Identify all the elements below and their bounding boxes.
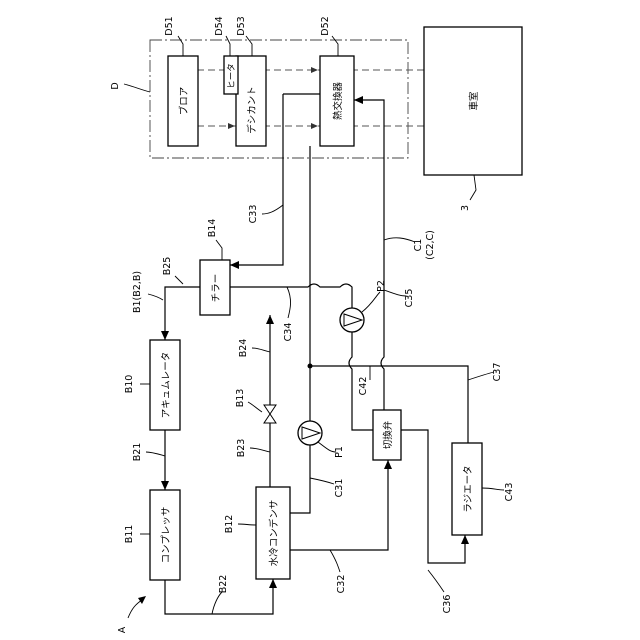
leader-b23 bbox=[250, 448, 270, 452]
leader-c1 bbox=[384, 238, 415, 242]
label-d53: D53 bbox=[236, 16, 247, 35]
leader-c34 bbox=[287, 287, 291, 318]
leader-b1 bbox=[148, 294, 163, 300]
b22-arrow bbox=[269, 579, 277, 588]
label-b24: B24 bbox=[238, 339, 249, 358]
leader-d51 bbox=[178, 36, 183, 56]
heater-label: ヒータ bbox=[227, 63, 237, 89]
leader-c33 bbox=[262, 205, 283, 214]
leader-b21 bbox=[146, 452, 165, 456]
leader-b24 bbox=[252, 348, 270, 352]
label-b10: B10 bbox=[124, 375, 135, 394]
leader-c37 bbox=[468, 372, 494, 380]
label-b1: B1(B2,B) bbox=[132, 271, 143, 313]
label-3: 3 bbox=[460, 205, 471, 211]
label-d: D bbox=[110, 82, 121, 89]
leader-d54 bbox=[226, 36, 230, 56]
leader-c43 bbox=[482, 488, 504, 490]
vehicle-cabin-label: 車室 bbox=[468, 91, 480, 110]
label-c33: C33 bbox=[248, 205, 259, 224]
label-c31: C31 bbox=[334, 479, 345, 498]
heat-exchanger-label: 熱交換器 bbox=[332, 82, 344, 121]
leader-b12 bbox=[238, 524, 256, 525]
leader-b14 bbox=[216, 240, 222, 260]
label-b14: B14 bbox=[207, 219, 218, 238]
leader-c36 bbox=[428, 570, 444, 592]
label-c36: C36 bbox=[442, 595, 453, 614]
pipe-c35 bbox=[354, 100, 384, 410]
label-b12: B12 bbox=[224, 515, 235, 534]
label-c43: C43 bbox=[504, 483, 515, 502]
pipe-b25 bbox=[165, 287, 200, 340]
leader-a bbox=[128, 600, 142, 618]
label-d52: D52 bbox=[320, 16, 331, 35]
leader-c32 bbox=[330, 550, 340, 572]
label-c1-sub: (C2,C) bbox=[425, 230, 436, 260]
leader-d bbox=[124, 84, 150, 92]
leader-b22 bbox=[212, 592, 222, 614]
label-c37: C37 bbox=[492, 363, 503, 382]
label-c32: C32 bbox=[336, 575, 347, 594]
c32-arrow bbox=[384, 460, 392, 469]
condenser-label: 水冷コンデンサ bbox=[268, 500, 280, 567]
leader-c31 bbox=[310, 478, 334, 484]
label-d54: D54 bbox=[214, 16, 225, 35]
label-c1: C1 bbox=[413, 239, 424, 252]
airflow-arrow-4 bbox=[311, 123, 318, 129]
junction-dot bbox=[308, 364, 313, 369]
desiccant-label: デシカント bbox=[246, 86, 258, 134]
c36-arrow bbox=[461, 535, 469, 544]
label-c34: C34 bbox=[283, 323, 294, 342]
a-arrow bbox=[138, 596, 146, 604]
label-b13: B13 bbox=[235, 389, 246, 408]
airflow-arrow-2 bbox=[228, 123, 235, 129]
b21-arrow bbox=[161, 481, 169, 490]
chiller-label: チラー bbox=[211, 274, 222, 303]
leader-p2 bbox=[362, 292, 380, 312]
expansion-valve-lower bbox=[264, 414, 276, 423]
pipe-c32 bbox=[290, 460, 388, 550]
compressor-label: コンプレッサ bbox=[161, 507, 172, 564]
label-b25: B25 bbox=[162, 257, 173, 276]
label-b11: B11 bbox=[124, 525, 135, 544]
leader-3 bbox=[470, 175, 476, 200]
label-c35: C35 bbox=[404, 289, 415, 308]
leader-d52 bbox=[332, 36, 338, 56]
switching-valve-label: 切換弁 bbox=[382, 420, 394, 449]
leader-d53 bbox=[246, 36, 252, 56]
b24-arrow bbox=[266, 315, 274, 324]
label-p1: P1 bbox=[334, 446, 345, 458]
label-a: A bbox=[117, 626, 128, 633]
label-c42: C42 bbox=[358, 377, 369, 396]
leader-b13 bbox=[248, 402, 262, 412]
leader-c35 bbox=[384, 290, 406, 296]
radiator-label: ラジエータ bbox=[463, 465, 474, 512]
b25-arrow bbox=[161, 331, 169, 340]
pipe-c31 bbox=[290, 445, 310, 513]
airflow-arrow-3 bbox=[311, 67, 318, 73]
c35-arrow bbox=[354, 96, 363, 104]
label-b22: B22 bbox=[218, 575, 229, 594]
expansion-valve-upper bbox=[264, 405, 276, 414]
label-d51: D51 bbox=[164, 16, 175, 35]
leader-b25 bbox=[175, 276, 183, 284]
label-b21: B21 bbox=[132, 443, 143, 462]
blower-label: ブロア bbox=[178, 87, 190, 116]
pipe-c34 bbox=[230, 284, 352, 308]
label-b23: B23 bbox=[236, 439, 247, 458]
accumulator-label: アキュムレータ bbox=[161, 352, 172, 419]
label-p2: P2 bbox=[376, 280, 387, 292]
c33-arrow bbox=[230, 261, 239, 269]
